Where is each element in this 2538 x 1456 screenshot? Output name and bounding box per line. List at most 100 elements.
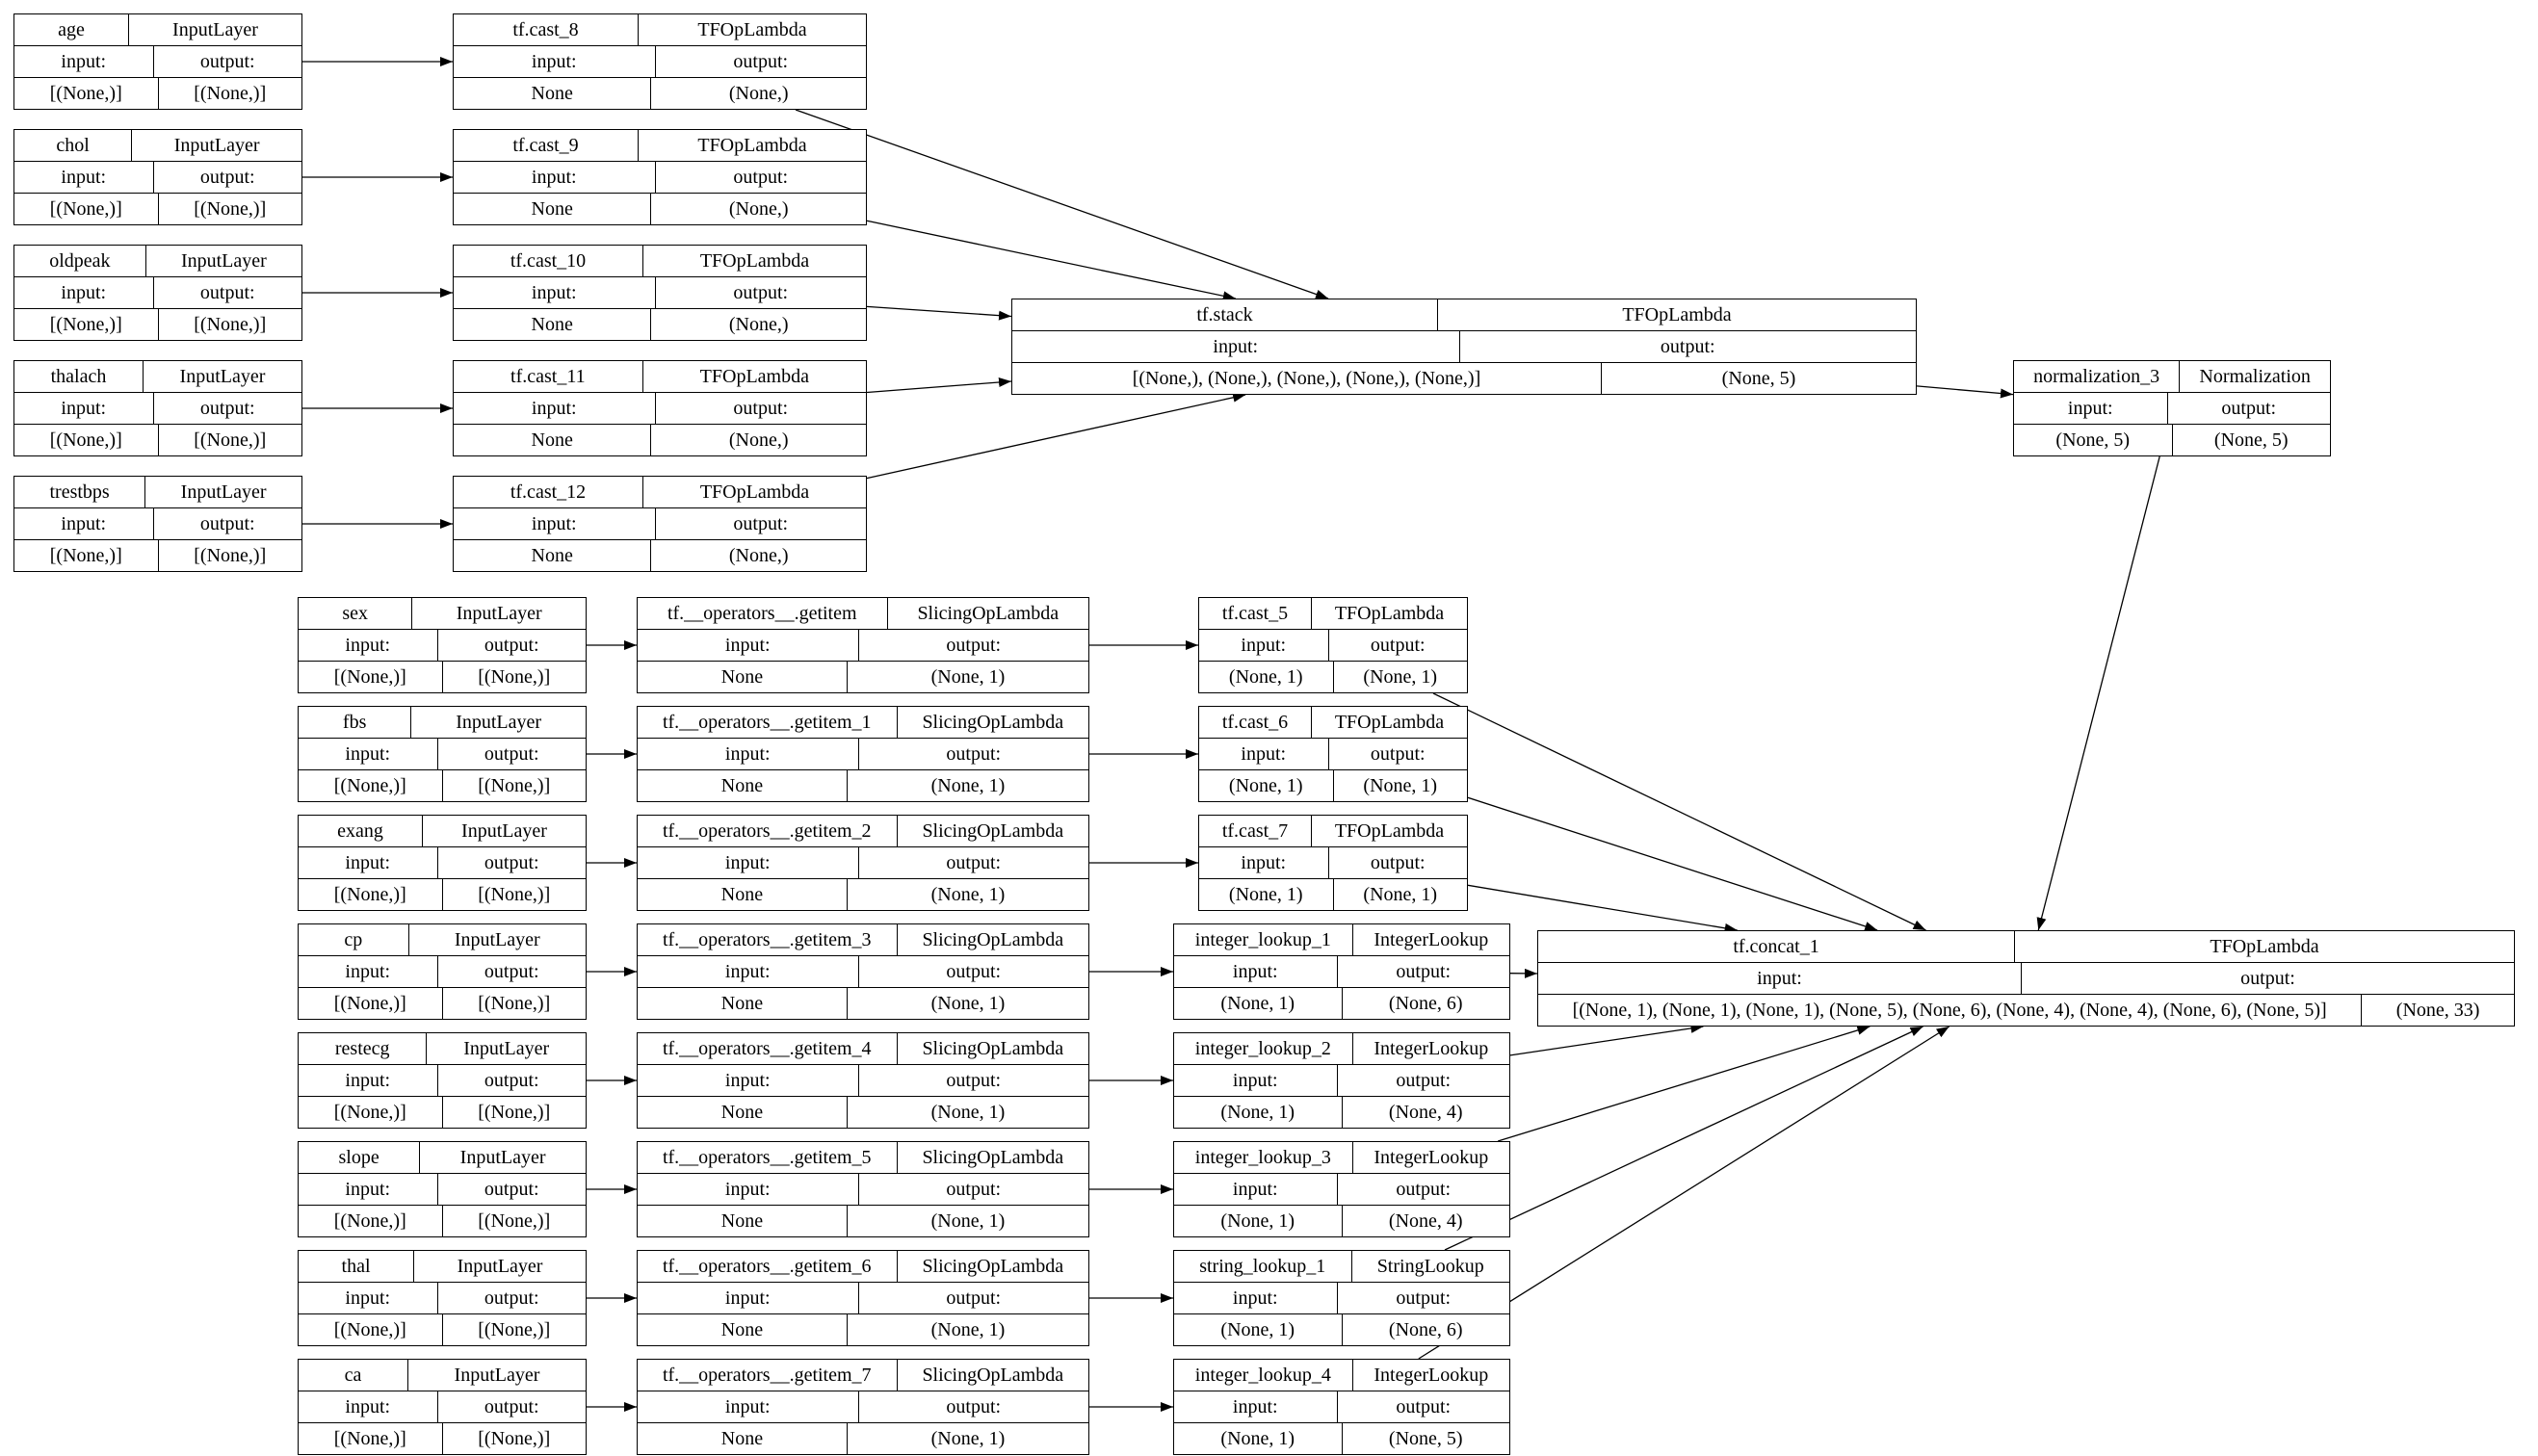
node-name-cell: tf.cast_8	[454, 14, 639, 45]
output-label-cell: output:	[733, 398, 789, 419]
node-name-cell: tf.cast_10	[454, 246, 643, 276]
node-class-cell: TFOpLambda	[1334, 820, 1445, 842]
node-class-cell: TFOpLambda	[2210, 936, 2319, 957]
input-label-cell: input:	[1538, 963, 2022, 994]
node-shape-row: None (None, 1)	[638, 987, 1088, 1019]
node-name-cell: tf.__operators__.getitem_6	[638, 1251, 898, 1282]
edge-tf_cast_9-tf_stack	[866, 220, 1236, 301]
input-shape-cell: None	[638, 988, 848, 1019]
input-label-cell: input:	[299, 1065, 438, 1096]
input-label-cell: input:	[1174, 1174, 1338, 1205]
output-shape-cell: (None, 5)	[1721, 368, 1796, 389]
output-label-cell: output:	[199, 282, 255, 303]
node-class-cell: InputLayer	[456, 712, 542, 733]
input-shape-cell: None	[454, 309, 652, 340]
node-name-cell: age	[14, 14, 129, 45]
node-name-cell: oldpeak	[14, 246, 146, 276]
node-name-cell: tf.__operators__.getitem_2	[638, 816, 898, 846]
output-shape-cell: [(None,)]	[478, 1210, 551, 1232]
node-class-cell: InputLayer	[180, 481, 267, 503]
input-label-cell: input:	[299, 1283, 438, 1313]
input-shape-cell: None	[638, 770, 848, 801]
output-shape-cell: (None,)	[728, 545, 789, 566]
node-class-cell: InputLayer	[454, 929, 540, 950]
node-shape-row: None(None, 1)	[638, 1096, 1088, 1128]
node-title-row: age InputLayer	[14, 14, 301, 45]
input-label-cell: input:	[638, 956, 859, 987]
node-name-cell: tf.cast_7	[1199, 816, 1312, 846]
output-label-cell: output:	[484, 635, 539, 656]
node-shape-row: [(None,)][(None,)]	[299, 1422, 586, 1454]
node-io-label-row: input:output:	[14, 45, 301, 77]
edge-tf_stack-normalization_3	[1916, 385, 2014, 399]
node-class-cell: SlicingOpLambda	[922, 1365, 1064, 1386]
output-shape-cell: [(None,)]	[478, 1102, 551, 1123]
output-shape-cell: (None, 1)	[930, 993, 1006, 1014]
input-label-cell: input:	[638, 847, 859, 878]
node-shape-row: [(None,)][(None,)]	[14, 539, 301, 571]
input-shape-cell: None	[454, 194, 652, 224]
node-shape-row: None(None, 1)	[638, 769, 1088, 801]
input-shape-cell: [(None,)]	[299, 1206, 443, 1236]
node-class-cell: InputLayer	[172, 19, 258, 40]
input-shape-cell: [(None,)]	[299, 1314, 443, 1345]
output-shape-cell: (None, 33)	[2395, 1000, 2480, 1021]
input-label-cell: input:	[14, 162, 154, 193]
node-shape-row: [(None,)][(None,)]	[299, 987, 586, 1019]
input-shape-cell: [(None,), (None,), (None,), (None,), (No…	[1012, 363, 1602, 394]
node-io-label-row: input:output:	[299, 1064, 586, 1096]
input-shape-cell: None	[454, 425, 652, 455]
node-class-cell: TFOpLambda	[697, 19, 807, 40]
edge-normalization_3-tf_concat_1	[2036, 455, 2160, 931]
input-label-cell: input:	[1174, 1391, 1338, 1422]
output-shape-cell: (None,)	[728, 429, 789, 451]
node-class-cell: TFOpLambda	[699, 366, 809, 387]
node-name-cell: tf.cast_12	[454, 477, 643, 507]
node-name-cell: thalach	[14, 361, 144, 392]
output-label-cell: output:	[199, 51, 255, 72]
node-io-label-row: input:output:	[454, 161, 866, 193]
node-title-row: tf.cast_7 TFOpLambda	[1199, 816, 1467, 846]
input-shape-cell: None	[638, 1206, 848, 1236]
node-shape-row: [(None, 1), (None, 1), (None, 1), (None,…	[1538, 994, 2514, 1026]
input-label-cell: input:	[299, 847, 438, 878]
input-shape-cell: [(None,)]	[299, 988, 443, 1019]
node-io-label-row: input:output:	[638, 1282, 1088, 1313]
output-label-cell: output:	[484, 743, 539, 765]
input-shape-cell: [(None,)]	[14, 194, 159, 224]
node-shape-row: None (None,)	[454, 424, 866, 455]
node-shape-row: (None, 1)(None, 5)	[1174, 1422, 1509, 1454]
node-shape-row: (None, 1)(None, 4)	[1174, 1096, 1509, 1128]
output-label-cell: output:	[1396, 1287, 1452, 1309]
output-shape-cell: (None,)	[728, 314, 789, 335]
output-shape-cell: [(None,)]	[478, 666, 551, 688]
node-shape-row: (None, 1)(None, 1)	[1199, 769, 1467, 801]
node-io-label-row: input:output:	[1174, 955, 1509, 987]
edge-tf_cast_11-tf_stack	[866, 377, 1012, 394]
